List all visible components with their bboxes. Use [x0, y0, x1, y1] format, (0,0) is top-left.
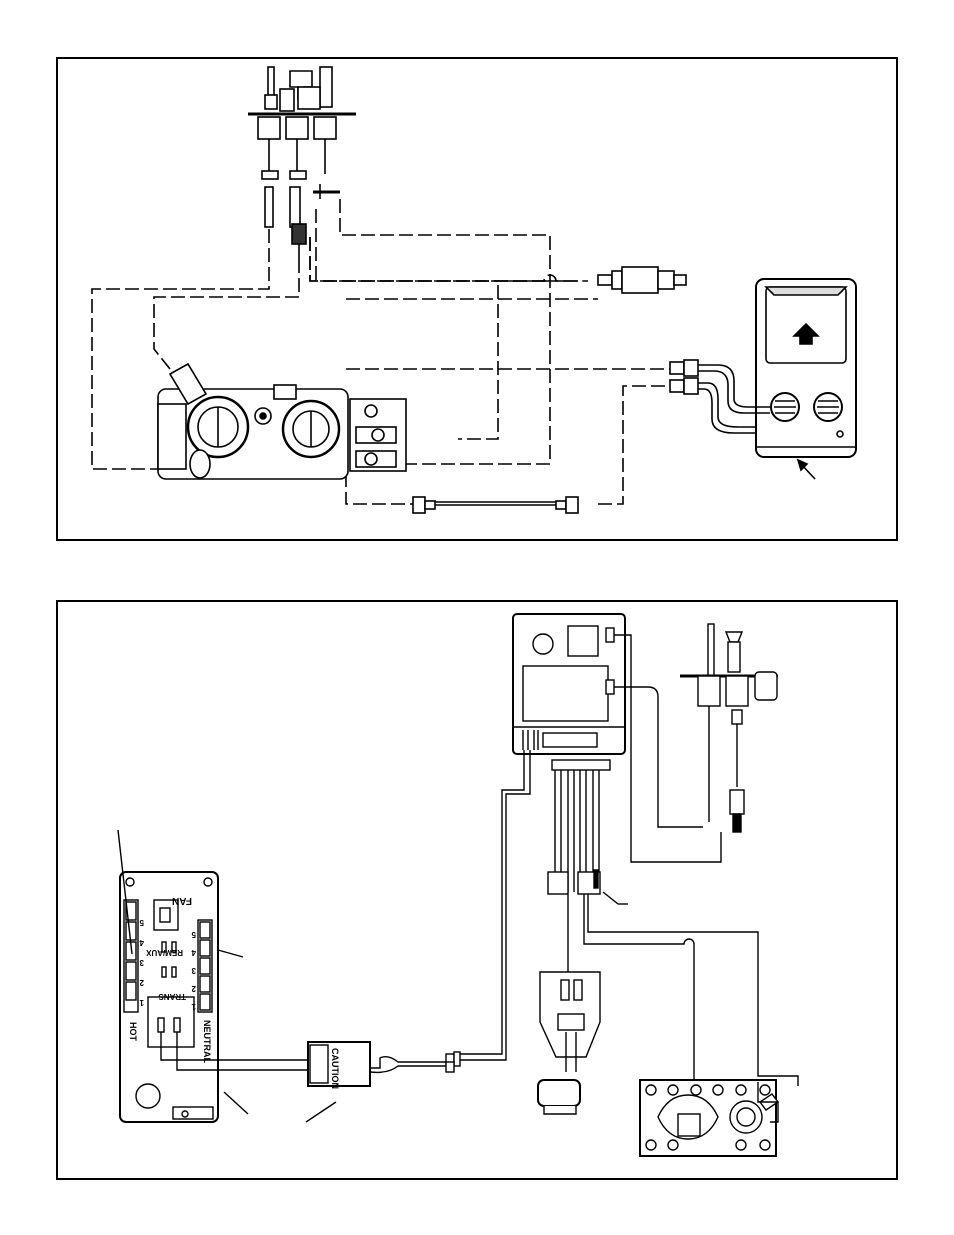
terminal-3-left: 3 — [139, 958, 144, 967]
rem-aux-label: REM/AUX — [145, 948, 183, 957]
terminal-4-right: 4 — [191, 948, 196, 957]
spark-wire — [614, 635, 721, 862]
connector-cable — [413, 497, 578, 513]
hot-label: HOT — [128, 1022, 138, 1042]
caution-label: CAUTION — [330, 1048, 340, 1089]
wire-harness — [548, 760, 628, 904]
ignition-module — [513, 614, 625, 754]
electronic-ignition-wiring-diagram: HOT NEUTRAL FAN REM/AUX TRANS 5 4 3 2 1 … — [56, 600, 898, 1180]
millivolt-diagram-svg — [58, 59, 900, 543]
sense-wire — [614, 687, 703, 827]
terminal-1-right: 1 — [191, 1002, 196, 1011]
gas-valve — [158, 364, 406, 479]
harness-to-transformer-b — [458, 750, 524, 1054]
trans-label: TRANS — [158, 992, 186, 1001]
terminal-5-left: 5 — [139, 918, 144, 927]
piezo-igniter — [598, 267, 686, 293]
wall-switch — [538, 972, 600, 1114]
terminal-2-right: 2 — [191, 984, 196, 993]
terminal-3-right: 3 — [191, 966, 196, 975]
terminal-4-left: 4 — [139, 938, 144, 947]
electronic-diagram-svg: HOT NEUTRAL FAN REM/AUX TRANS 5 4 3 2 1 … — [58, 602, 900, 1182]
harness-to-transformer-a — [458, 750, 530, 1060]
neutral-label: NEUTRAL — [202, 1020, 212, 1063]
neutral-terminal-pointer — [218, 950, 243, 957]
transformer-pointer — [306, 1102, 336, 1122]
harness-to-valve-b — [588, 894, 798, 1086]
pilot-assembly-electronic — [680, 624, 778, 832]
terminal-5-right: 5 — [191, 930, 196, 939]
terminal-1-left: 1 — [139, 998, 144, 1007]
terminal-2-left: 2 — [139, 978, 144, 987]
millivolt-wiring-diagram — [56, 57, 898, 541]
junction-box-pointer — [224, 1092, 248, 1114]
remote-receiver — [756, 279, 856, 457]
fan-label: FAN — [172, 895, 192, 906]
